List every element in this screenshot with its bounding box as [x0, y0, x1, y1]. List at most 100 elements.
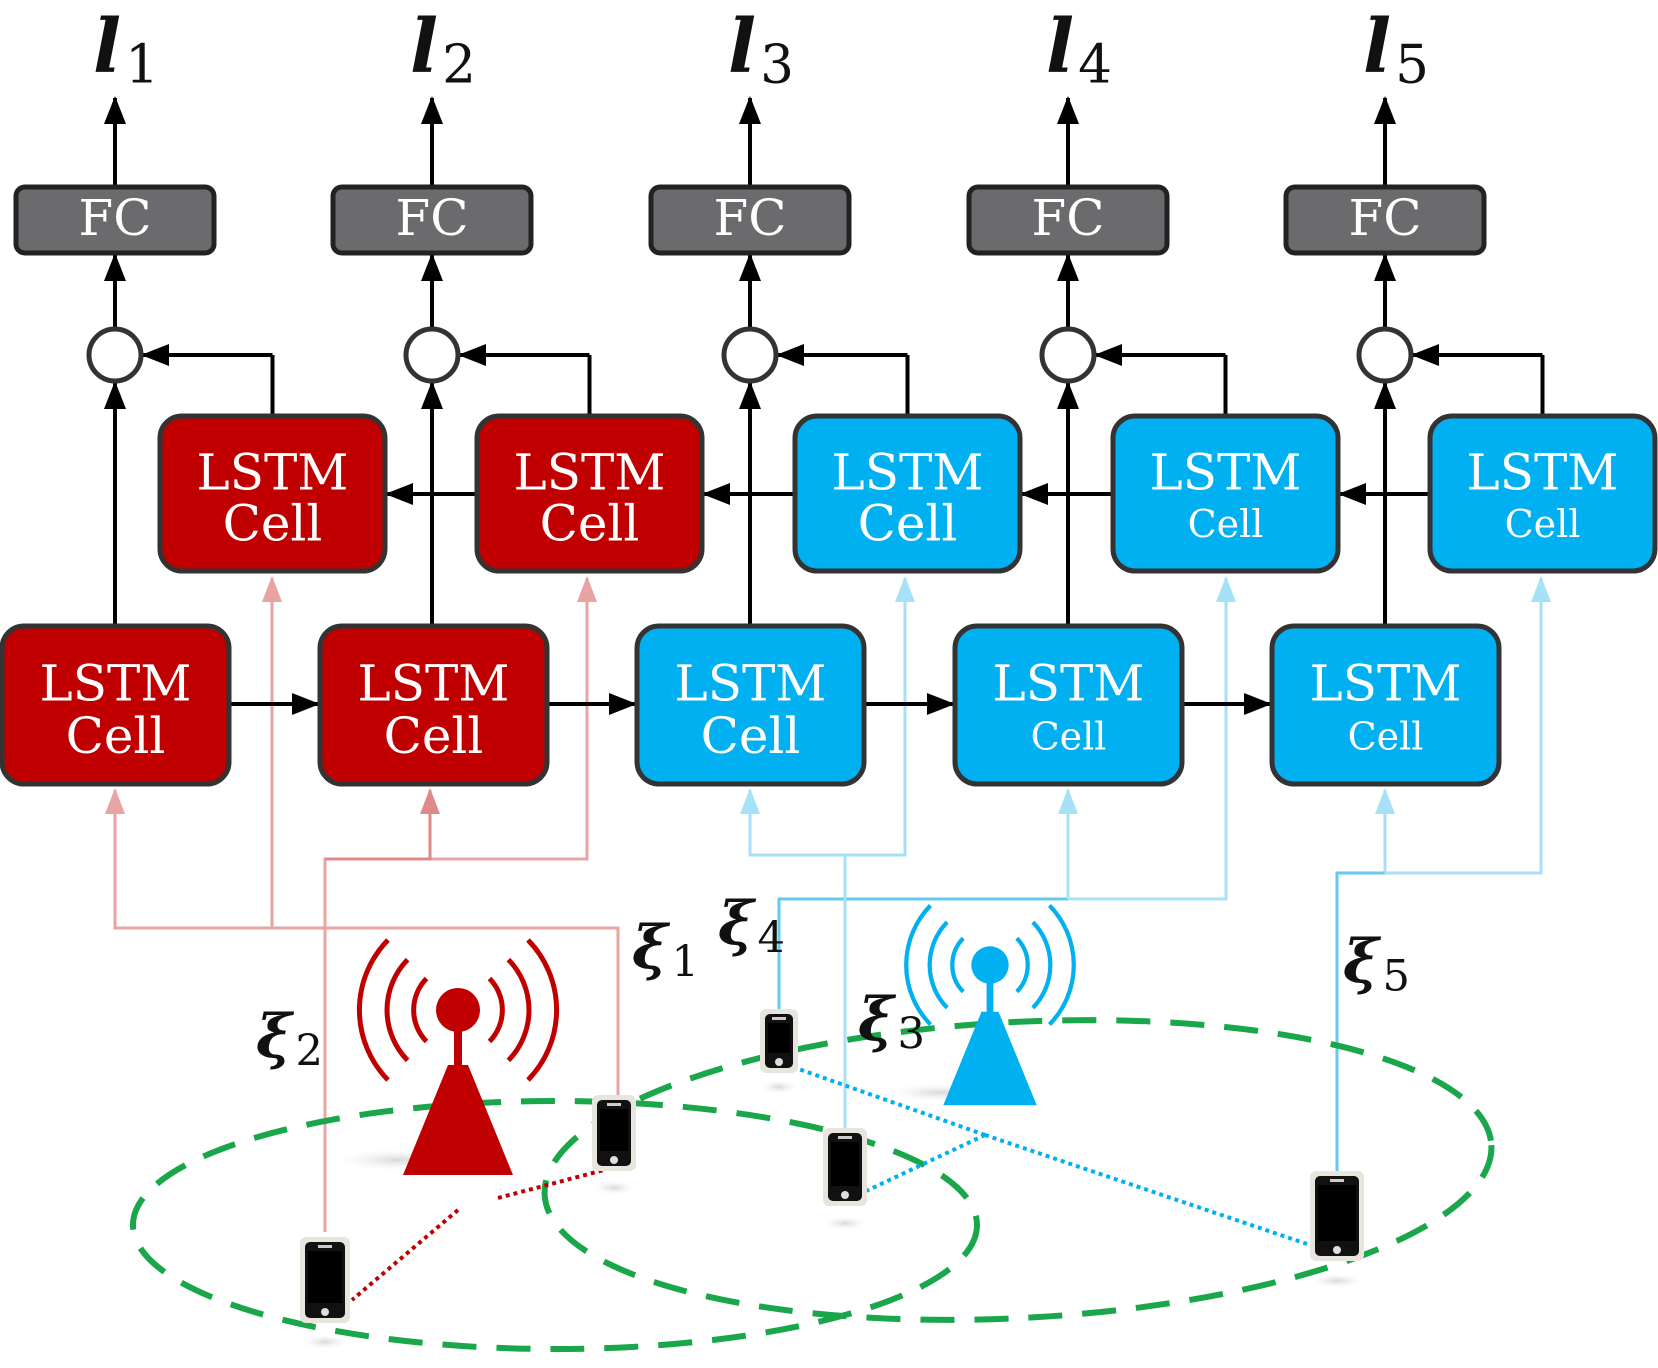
phone-screen: [831, 1142, 859, 1186]
input-label-3-subscript: 3: [898, 1009, 925, 1059]
output-label-3: l3: [728, 4, 794, 95]
fc-label: FC: [1032, 189, 1105, 247]
fc-label: FC: [79, 189, 152, 247]
lstm-cell-title: LSTM: [1466, 443, 1618, 501]
signal-wave-right-1: [1031, 920, 1053, 1010]
link-bs1-xi2: [350, 1208, 460, 1302]
device-xi5: [1307, 1171, 1367, 1289]
fc-layer-2: FC: [330, 184, 534, 256]
lstm-cell-subtitle: Cell: [540, 495, 640, 553]
signal-wave-right-2: [1047, 904, 1076, 1026]
input-line-xi3-back3: [845, 576, 915, 857]
phone-button: [841, 1191, 849, 1199]
input-label-2-symbol: ξ: [256, 1002, 295, 1072]
lstm-cell-subtitle: Cell: [384, 707, 484, 765]
lstm-cell-subtitle: Cell: [1505, 502, 1581, 546]
input-label-4-subscript: 4: [758, 913, 785, 963]
phone-speaker: [838, 1136, 852, 1139]
device-xi1: [589, 1095, 639, 1196]
phone-button: [1333, 1246, 1341, 1254]
lstm-cell-subtitle: Cell: [701, 707, 801, 765]
fc-label: FC: [396, 189, 469, 247]
phone-shadow: [297, 1333, 353, 1350]
link-bs1-xi1: [497, 1168, 605, 1200]
output-label-1-symbol: l: [93, 4, 121, 90]
output-label-2-subscript: 2: [442, 33, 476, 95]
lstm-cell-box: [634, 623, 867, 787]
coverage-area-blue: [541, 1017, 1495, 1323]
fc-box: [13, 184, 217, 256]
input-line-xi3-fwd3: [740, 788, 847, 1140]
phone-shadow: [1307, 1272, 1367, 1289]
link-bs2-xi5: [984, 1133, 1311, 1247]
link-bs2-xi4: [792, 1065, 986, 1137]
input-line-xi4-back4: [1068, 576, 1236, 901]
phone-button: [321, 1308, 329, 1316]
phone-speaker: [607, 1103, 621, 1106]
input-label-1: ξ1: [632, 913, 699, 987]
output-label-1: l1: [93, 4, 159, 95]
input-line-xi1-fwd1: [105, 788, 618, 930]
phone-screen: [308, 1251, 342, 1303]
lstm-cell-title: LSTM: [831, 443, 983, 501]
output-label-4-subscript: 4: [1078, 33, 1112, 95]
lstm-cell-box: [1427, 413, 1658, 574]
input-label-2: ξ2: [256, 1002, 323, 1076]
signal-wave-right-1: [506, 957, 532, 1063]
lstm-grid: LSTMCellLSTMCellLSTMCellLSTMCellLSTMCell…: [0, 96, 1658, 787]
lstm-cell-subtitle: Cell: [66, 707, 166, 765]
input-label-4: ξ4: [718, 889, 785, 963]
signal-wave-left-1: [384, 957, 410, 1063]
lstm-cell-title: LSTM: [513, 443, 665, 501]
phone-screen: [768, 1023, 790, 1053]
phone-shadow: [589, 1179, 639, 1196]
input-label-1-symbol: ξ: [632, 913, 671, 983]
cell-tower-icon: [879, 904, 1076, 1106]
connection-lines: [105, 576, 1551, 1232]
tower-body: [943, 1011, 1037, 1106]
fc-box: [648, 184, 852, 256]
output-label-5: l5: [1363, 4, 1429, 95]
lstm-cell-subtitle: Cell: [223, 495, 323, 553]
tower-antenna: [971, 946, 1009, 984]
lstm-cell-subtitle: Cell: [1348, 714, 1424, 758]
lstm-cell-box: [474, 413, 705, 574]
tower-body: [403, 1065, 513, 1175]
fc-layer-4: FC: [966, 184, 1170, 256]
phone-button: [775, 1058, 783, 1066]
input-label-5-symbol: ξ: [1343, 927, 1382, 997]
output-label-4-symbol: l: [1046, 4, 1074, 90]
output-label-1-subscript: 1: [125, 33, 159, 95]
lstm-cell-box: [157, 413, 388, 574]
lstm-cell-title: LSTM: [357, 655, 509, 713]
device-xi3: [820, 1128, 870, 1232]
input-label-3: ξ3: [858, 985, 925, 1059]
signal-wave-right-0: [1015, 936, 1030, 994]
lstm-cell-subtitle: Cell: [1031, 714, 1107, 758]
signal-wave-left-2: [356, 938, 390, 1082]
output-label-3-subscript: 3: [760, 33, 794, 95]
input-line-xi4: [777, 790, 1070, 1023]
coverage-area-red: [130, 1098, 980, 1352]
lstm-cell-box: [792, 413, 1023, 574]
fc-label: FC: [1349, 189, 1422, 247]
phone-speaker: [318, 1245, 332, 1248]
lstm-cell-subtitle: Cell: [858, 495, 958, 553]
merge-node-2: [403, 326, 461, 384]
signal-wave-right-0: [487, 976, 505, 1044]
phone-screen: [600, 1109, 628, 1151]
output-label-2: l2: [410, 4, 476, 95]
fc-box: [330, 184, 534, 256]
lstm-cell-title: LSTM: [39, 655, 191, 713]
signal-wave-left-0: [950, 936, 965, 994]
signal-wave-right-2: [526, 938, 560, 1082]
phone-button: [610, 1156, 618, 1164]
output-label-5-subscript: 5: [1395, 33, 1429, 95]
